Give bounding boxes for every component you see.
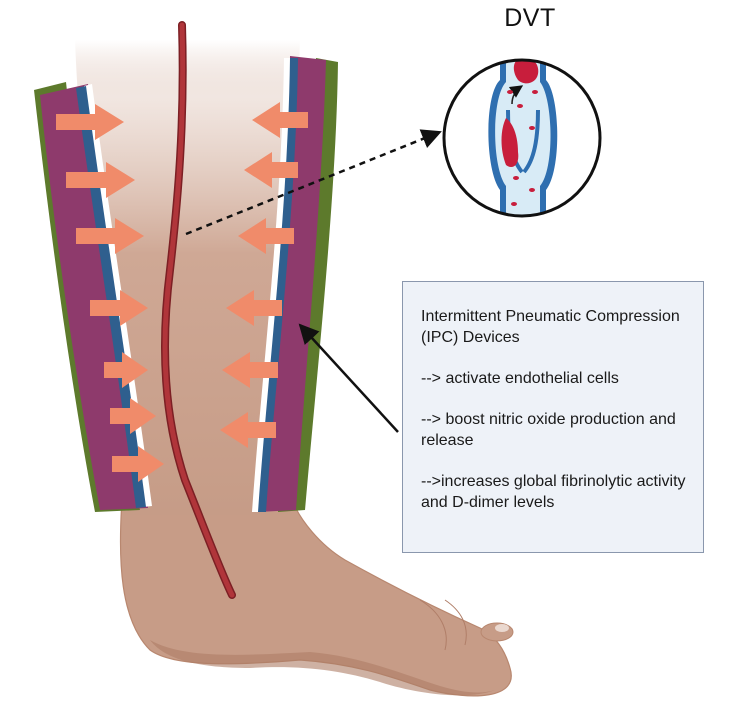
cuff-liner [84,84,152,507]
pressure-arrow [222,352,278,388]
ipc-point: --> activate endothelial cells [421,370,619,387]
foot-shadow [150,640,495,696]
left-cuff [34,82,152,512]
ipc-point: --> boost nitric oxide production and re… [421,411,676,449]
blood-clot [513,60,539,84]
pressure-arrow [66,162,135,198]
pressure-arrow [238,218,294,254]
dvt-title: DVT [504,4,556,32]
callout-pointer [298,323,399,433]
toe-crease [419,599,447,651]
toe-crease [444,599,467,646]
dashed-pointer [185,129,442,236]
cuff-padding [40,84,148,510]
pressure-arrow [90,290,148,326]
red-blood-cell [532,90,538,94]
pressure-arrow [220,412,276,448]
inset-border [442,58,602,218]
pressure-arrow [112,446,164,482]
blood-clot [501,118,519,168]
deep-vein [162,22,235,598]
vein-valve [522,109,540,174]
red-blood-cell [517,104,523,108]
pressure-arrows-left [56,104,164,482]
pressure-arrow [226,290,282,326]
pressure-arrow [244,152,298,188]
ipc-info-box: Intermittent Pneumatic Compression (IPC)… [402,281,704,553]
cuff-liner [76,86,146,508]
pressure-arrow [76,218,144,254]
pressure-arrow [56,104,124,140]
red-blood-cell [513,176,519,180]
embolus-arrow [508,85,524,105]
red-blood-cell [507,90,513,94]
toenail [495,624,509,632]
red-blood-cell [523,48,529,52]
pressure-arrows-right [220,102,308,448]
red-blood-cell [529,126,535,130]
red-blood-cell [511,202,517,206]
dvt-inset [442,48,602,218]
red-blood-cell [529,188,535,192]
pressure-arrow [110,398,156,434]
pressure-arrow [252,102,308,138]
pressure-arrow [104,352,148,388]
ipc-point: -->increases global fibrinolytic activit… [421,473,686,511]
ipc-heading: Intermittent Pneumatic Compression (IPC)… [421,308,680,346]
